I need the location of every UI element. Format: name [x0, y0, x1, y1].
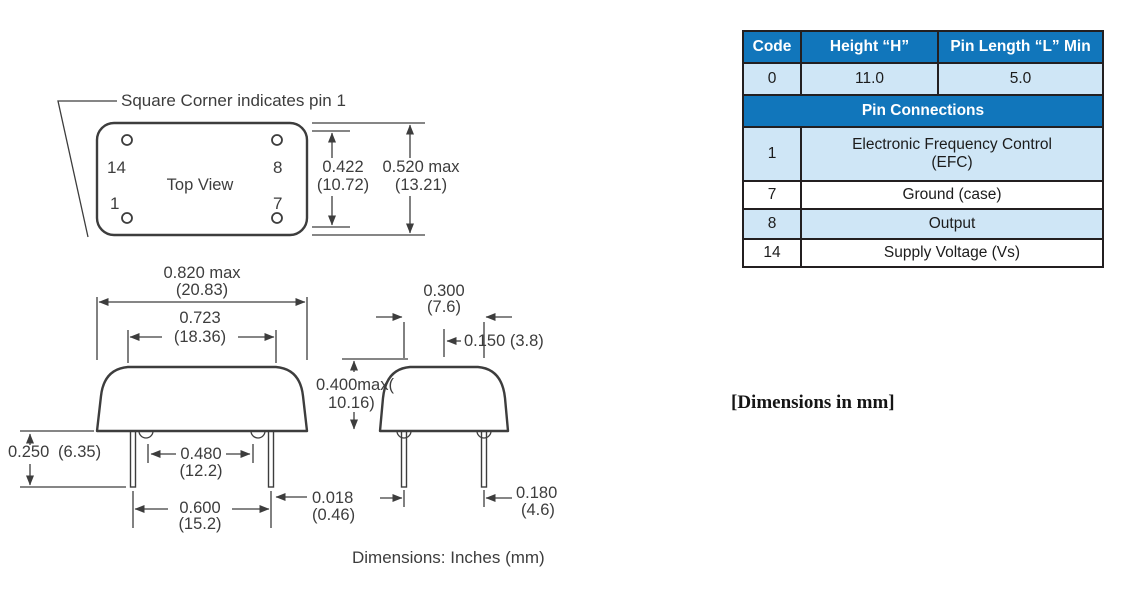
drawing-footer: Dimensions: Inches (mm) — [352, 548, 545, 567]
dim-outer-height-mm: (13.21) — [395, 176, 447, 194]
end-view-height-dim — [342, 358, 408, 430]
pin1-annotation-leader — [57, 100, 117, 238]
pin-function-text: Electronic Frequency Control (EFC) — [852, 136, 1052, 171]
dim-pin-row-mm: (4.6) — [521, 501, 555, 519]
pin1-annotation-label: Square Corner indicates pin 1 — [121, 91, 346, 110]
top-view-pin-1: 1 — [110, 194, 119, 213]
pin-number: 1 — [742, 126, 802, 182]
pin-function: Electronic Frequency Control (EFC) — [800, 126, 1104, 182]
dim-pin-dia-in: 0.018 — [312, 489, 353, 507]
pin-function: Ground (case) — [800, 180, 1104, 210]
end-view-depth-dim — [376, 313, 512, 358]
dim-pin-length-mm: (6.35) — [58, 443, 101, 461]
top-view-outline — [95, 121, 309, 237]
size-code-row: 0 11.0 5.0 — [742, 62, 1104, 96]
dim-depth-mm: (7.6) — [427, 298, 461, 316]
pin-number: 14 — [742, 238, 802, 268]
dim-outer-height-in: 0.520 max — [382, 158, 460, 176]
dim-width-max-mm: (20.83) — [176, 281, 228, 299]
pin-row-14: 14 Supply Voltage (Vs) — [742, 238, 1104, 268]
pin-row-7: 7 Ground (case) — [742, 180, 1104, 210]
front-view-width-dims — [96, 297, 308, 363]
height-value: 11.0 — [800, 62, 939, 96]
mechanical-drawing: Square Corner indicates pin 1 14 8 1 7 T… — [8, 91, 557, 567]
dim-standoff-span-mm: (12.2) — [179, 462, 222, 480]
top-view-height-dims — [312, 122, 425, 236]
pin-number: 8 — [742, 208, 802, 240]
dim-standoff-span-in: 0.480 — [180, 445, 221, 463]
pin-row-8: 8 Output — [742, 208, 1104, 240]
dim-inner-height-mm: (10.72) — [317, 176, 369, 194]
size-code-value: 0 — [742, 62, 802, 96]
pin-length-value: 5.0 — [937, 62, 1104, 96]
table-header-row: Code Height “H” Pin Length “L” Min — [742, 30, 1104, 64]
end-view-pin-row-dim — [380, 490, 512, 507]
dim-height-mm: 10.16) — [328, 394, 375, 412]
front-view-pin-span-dim — [132, 491, 272, 528]
pin-function: Supply Voltage (Vs) — [800, 238, 1104, 268]
top-view-pin-8: 8 — [273, 158, 282, 177]
end-view-center-offset-dim — [443, 329, 461, 357]
dim-width-max-in: 0.820 max — [163, 264, 241, 282]
dim-pin-dia-mm: (0.46) — [312, 506, 355, 524]
dim-center-offset: 0.150 (3.8) — [464, 332, 544, 350]
end-view-outline — [378, 365, 510, 488]
dim-inner-height-in: 0.422 — [322, 158, 363, 176]
spec-table: Code Height “H” Pin Length “L” Min 0 11.… — [742, 30, 1104, 268]
pin-function: Output — [800, 208, 1104, 240]
dim-depth-in: 0.300 — [423, 282, 464, 300]
col-header-height: Height “H” — [800, 30, 939, 64]
dim-lid-width-mm: (18.36) — [174, 328, 226, 346]
top-view-label: Top View — [167, 176, 234, 194]
pin-number: 7 — [742, 180, 802, 210]
front-view-standoff-dim — [147, 444, 254, 463]
col-header-pin-length: Pin Length “L” Min — [937, 30, 1104, 64]
dim-pin-row-in: 0.180 — [516, 484, 557, 502]
dim-pin-span-mm: (15.2) — [178, 515, 221, 533]
col-header-code: Code — [742, 30, 802, 64]
front-view-pin-length-dim — [20, 430, 126, 488]
dimensions-note: [Dimensions in mm] — [731, 392, 895, 413]
dim-pin-length-in: 0.250 — [8, 443, 49, 461]
pin-row-1: 1 Electronic Frequency Control (EFC) — [742, 126, 1104, 182]
top-view-pin-7: 7 — [273, 194, 282, 213]
dim-pin-span-in: 0.600 — [179, 499, 220, 517]
dim-height-in: 0.400max( — [316, 376, 394, 394]
pin-connections-header-row: Pin Connections — [742, 94, 1104, 128]
front-view-outline — [95, 365, 309, 488]
dim-lid-width-in: 0.723 — [179, 309, 220, 327]
top-view-pin-14: 14 — [107, 158, 126, 177]
pin-connections-title: Pin Connections — [742, 94, 1104, 128]
